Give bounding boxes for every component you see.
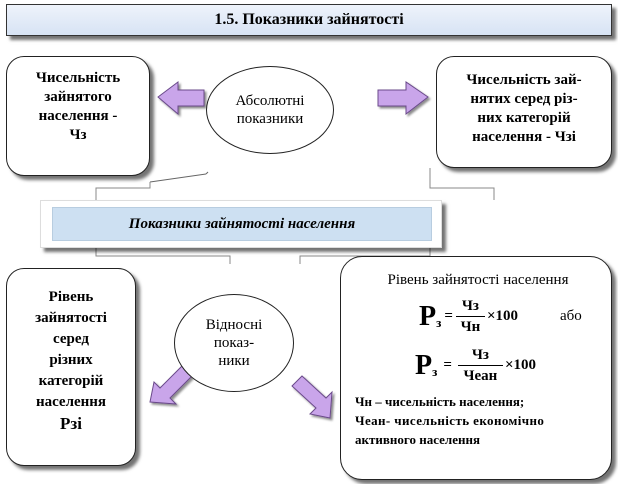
formula-1-fraction: Чз Чн xyxy=(455,296,485,337)
section-title: 1.5. Показники зайнятості xyxy=(6,4,612,36)
formula-1-denominator: Чн xyxy=(460,319,481,335)
box-line: населення - Чзі xyxy=(472,129,576,145)
formula-1-lhs: Р xyxy=(419,301,437,332)
employed-by-category-box: Чисельність зай- нятих серед різ- них ка… xyxy=(436,56,612,168)
formula-1-sub: з xyxy=(436,315,442,330)
ellipse-line: показ- xyxy=(213,335,255,351)
formula-2-sub: з xyxy=(432,364,438,379)
box-line: різних xyxy=(49,352,93,368)
formula-1-multiplier: ×100 xyxy=(486,308,519,324)
formula-2-fraction: Чз Чеан xyxy=(457,345,503,386)
formula-2-multiplier: ×100 xyxy=(504,357,537,373)
box-line: населення xyxy=(35,394,107,410)
box-line: населення - xyxy=(38,108,118,124)
box-line: зайнятості xyxy=(35,310,107,326)
box-line: серед xyxy=(53,331,89,347)
or-word: або xyxy=(560,308,582,324)
arrow-left-icon xyxy=(157,81,205,116)
ellipse-line: ники xyxy=(218,353,250,369)
definition-2: Чеан- чисельність економічно xyxy=(355,413,545,428)
box-line: категорій xyxy=(38,373,104,389)
employment-rate-formula-box: Рівень зайнятості населення Р з = Чз Чн … xyxy=(340,256,612,480)
category-employment-rate-box: Рівень зайнятості серед різних категорій… xyxy=(6,268,136,466)
box-line: нятих серед різ- xyxy=(470,91,578,107)
formula-2-denominator: Чеан xyxy=(463,368,498,384)
formula-1: Р з = Чз Чн ×100 або xyxy=(419,296,582,337)
box-line: зайнятого xyxy=(44,89,112,105)
ellipse-line: показники xyxy=(236,111,304,127)
ellipse-line: Відносні xyxy=(205,317,263,333)
box-line: Чисельність зай- xyxy=(466,72,582,88)
relative-indicators-ellipse: Відносні показ- ники xyxy=(174,294,294,392)
box-line: Чз xyxy=(69,127,87,143)
formula-heading: Рівень зайнятості населення xyxy=(387,272,569,288)
box-line: них категорій xyxy=(477,110,571,126)
formula-1-numerator: Чз xyxy=(455,296,485,317)
definition-3: активного населення xyxy=(355,432,480,447)
box-line: Рівень xyxy=(48,289,94,305)
ellipse-line: Абсолютні xyxy=(235,93,305,109)
arrow-down-right-icon xyxy=(291,375,333,419)
formula-2: Р з = Чз Чеан ×100 xyxy=(415,345,537,386)
arrow-right-icon xyxy=(377,81,429,116)
absolute-indicators-ellipse: Абсолютні показники xyxy=(206,66,334,154)
employed-population-box: Чисельність зайнятого населення - Чз xyxy=(6,56,150,176)
definition-1: Чн – чисельність населення; xyxy=(355,394,525,409)
formula-2-numerator: Чз xyxy=(457,345,503,366)
box-line: Чисельність xyxy=(35,70,121,86)
formula-2-lhs: Р xyxy=(415,350,433,381)
box-line: Рзі xyxy=(60,414,82,433)
employment-indicators-banner: Показники зайнятості населення xyxy=(52,207,432,241)
